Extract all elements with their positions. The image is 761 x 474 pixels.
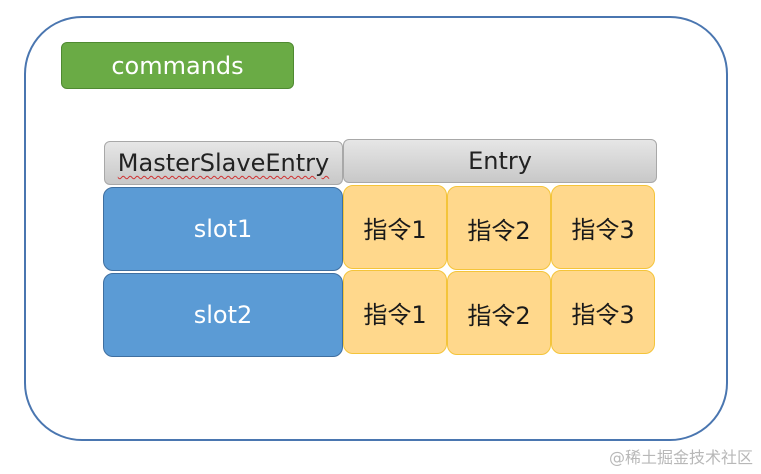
command-cell-1-3: 指令3 xyxy=(551,185,655,269)
command-label: 指令3 xyxy=(571,300,635,329)
command-label: 指令3 xyxy=(571,215,635,244)
command-label: 指令2 xyxy=(467,216,531,245)
command-label: 指令2 xyxy=(467,301,531,330)
slot-label-2: slot2 xyxy=(193,301,253,329)
watermark: @稀土掘金技术社区 xyxy=(608,448,753,467)
command-label: 指令1 xyxy=(363,300,427,329)
master-slave-entry-header: MasterSlaveEntry xyxy=(104,141,343,185)
commands-box: commands xyxy=(61,42,294,89)
command-cell-2-1: 指令1 xyxy=(343,270,447,354)
command-cell-1-2: 指令2 xyxy=(447,186,551,270)
command-cell-1-1: 指令1 xyxy=(343,185,447,269)
master-slave-entry-label: MasterSlaveEntry xyxy=(117,149,330,177)
entry-header: Entry xyxy=(343,139,657,183)
command-label: 指令1 xyxy=(363,215,427,244)
slot-label-1: slot1 xyxy=(193,215,253,243)
entry-label: Entry xyxy=(468,147,532,175)
command-cell-2-3: 指令3 xyxy=(551,270,655,354)
commands-label: commands xyxy=(111,51,244,80)
slot-box-2: slot2 xyxy=(103,273,343,357)
command-cell-2-2: 指令2 xyxy=(447,271,551,355)
slot-box-1: slot1 xyxy=(103,187,343,271)
